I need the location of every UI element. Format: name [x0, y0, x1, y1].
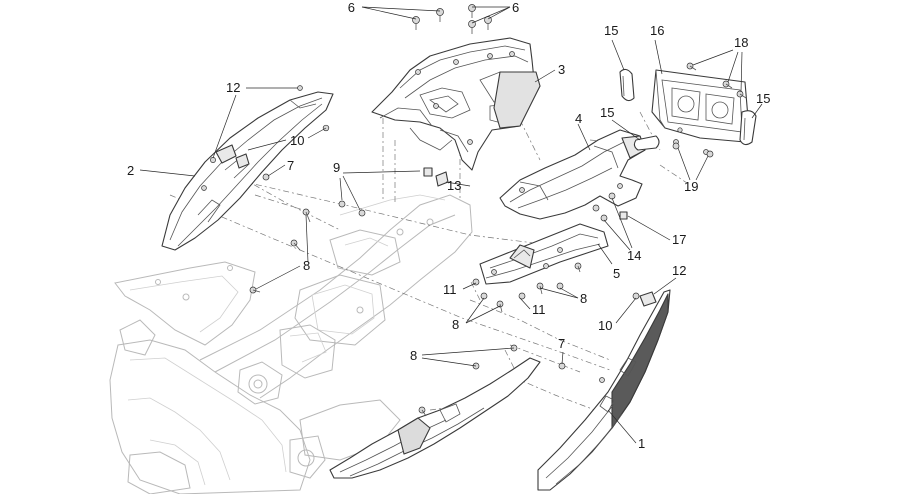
label-8-left: 8	[303, 258, 310, 273]
label-15-middle: 15	[600, 105, 614, 120]
label-6-left: 6	[348, 0, 355, 15]
label-17: 17	[672, 232, 686, 247]
part-5-under-tray	[479, 223, 609, 285]
label-10-upper: 10	[290, 133, 304, 148]
label-1: 1	[638, 436, 645, 451]
label-13: 13	[447, 178, 461, 193]
screws-6	[412, 4, 492, 34]
callout-labels: 6 6 3 12 10 7 2 9 13 8 4 15 16 18 15 15 …	[127, 0, 770, 451]
part-9-and-13-nuts	[338, 167, 449, 217]
leader-lines	[139, 6, 763, 444]
screws-8-left	[249, 208, 311, 294]
label-4: 4	[575, 111, 582, 126]
label-11-lower: 11	[532, 302, 546, 317]
ghost-motorcycle-frame	[109, 194, 473, 494]
part-16-plate-bracket	[651, 69, 749, 155]
part-3-upper-tail-bracket	[371, 37, 541, 171]
label-10-lower: 10	[598, 318, 612, 333]
label-14: 14	[627, 248, 641, 263]
part-2-left-tail-cover	[161, 85, 334, 251]
part-10-left-clip	[215, 144, 270, 181]
assembly-centerlines	[169, 111, 691, 411]
screws-8-11-14-17	[472, 192, 628, 313]
part-lower-side-cover	[329, 344, 541, 479]
label-9: 9	[333, 160, 340, 175]
label-3: 3	[558, 62, 565, 77]
screws-18-19	[672, 62, 747, 158]
label-15-right: 15	[756, 91, 770, 106]
label-7-upper: 7	[287, 158, 294, 173]
label-6-right: 6	[512, 0, 519, 15]
label-7-lower: 7	[558, 336, 565, 351]
label-11-upper: 11	[443, 282, 457, 297]
label-16: 16	[650, 23, 664, 38]
label-19: 19	[684, 179, 698, 194]
label-8-middle-left: 8	[452, 317, 459, 332]
label-5: 5	[613, 266, 620, 281]
part-1-right-tail-cover	[537, 289, 671, 491]
label-2: 2	[127, 163, 134, 178]
label-8-middle-right: 8	[580, 291, 587, 306]
label-8-lower: 8	[410, 348, 417, 363]
label-18: 18	[734, 35, 748, 50]
label-12-upper: 12	[226, 80, 240, 95]
label-15-left: 15	[604, 23, 618, 38]
part-15-reflectors	[619, 68, 757, 151]
part-4-plate-holder-arm	[499, 129, 646, 220]
label-12-lower: 12	[672, 263, 686, 278]
